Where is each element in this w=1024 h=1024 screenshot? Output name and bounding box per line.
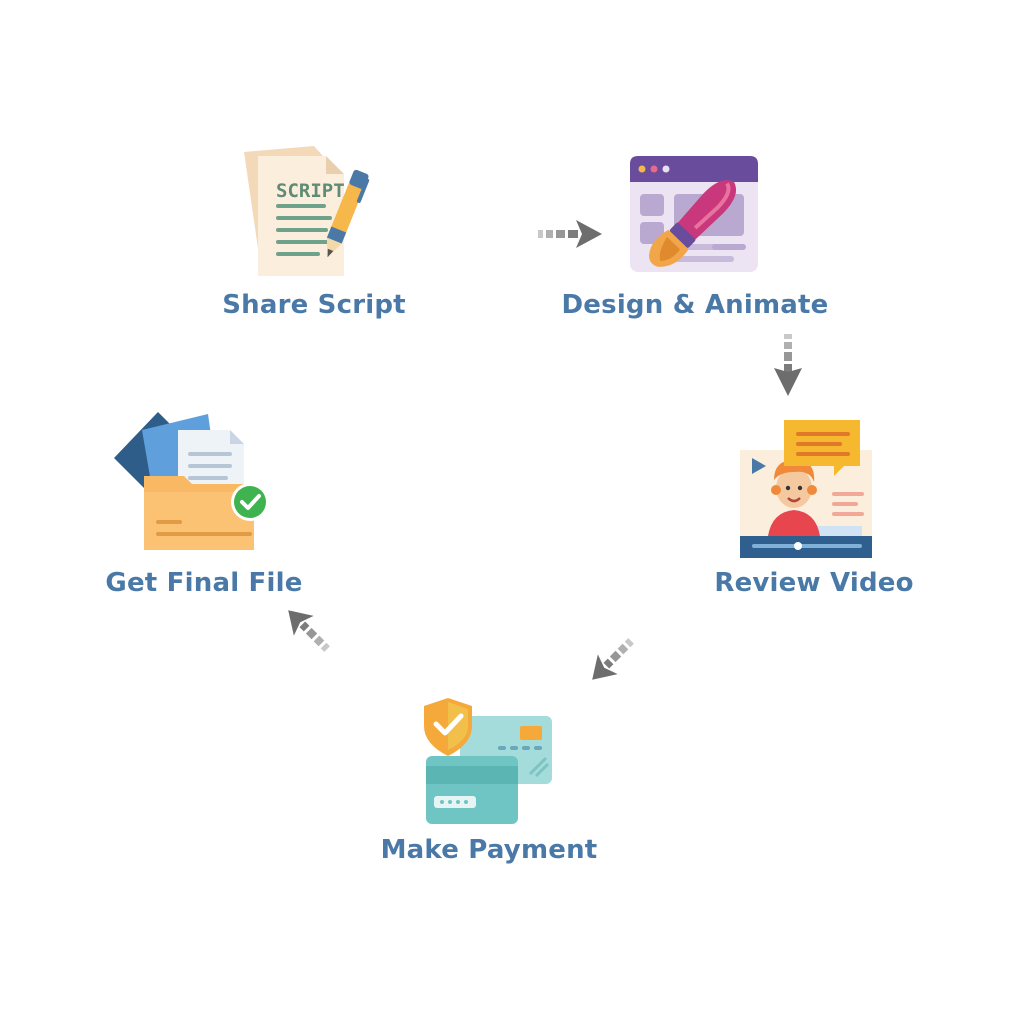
- video-review-presenter-icon: [740, 420, 872, 558]
- flow-arrow-up-left: [288, 610, 330, 652]
- step-label-design-animate: Design & Animate: [561, 290, 829, 320]
- flow-arrow-down: [774, 334, 802, 396]
- flow-arrow-right: [538, 220, 602, 248]
- script-icon-text: SCRIPT: [276, 180, 345, 202]
- browser-paintbrush-icon: [630, 156, 758, 272]
- script-document-pen-icon: [244, 146, 370, 276]
- step-label-review-video: Review Video: [714, 568, 914, 598]
- step-label-make-payment: Make Payment: [380, 835, 598, 865]
- folder-check-icon: [114, 412, 269, 550]
- secure-credit-card-icon: [424, 698, 552, 824]
- flow-arrow-down-left: [592, 638, 634, 680]
- step-label-get-final-file: Get Final File: [105, 568, 303, 598]
- step-label-share-script: Share Script: [222, 290, 406, 320]
